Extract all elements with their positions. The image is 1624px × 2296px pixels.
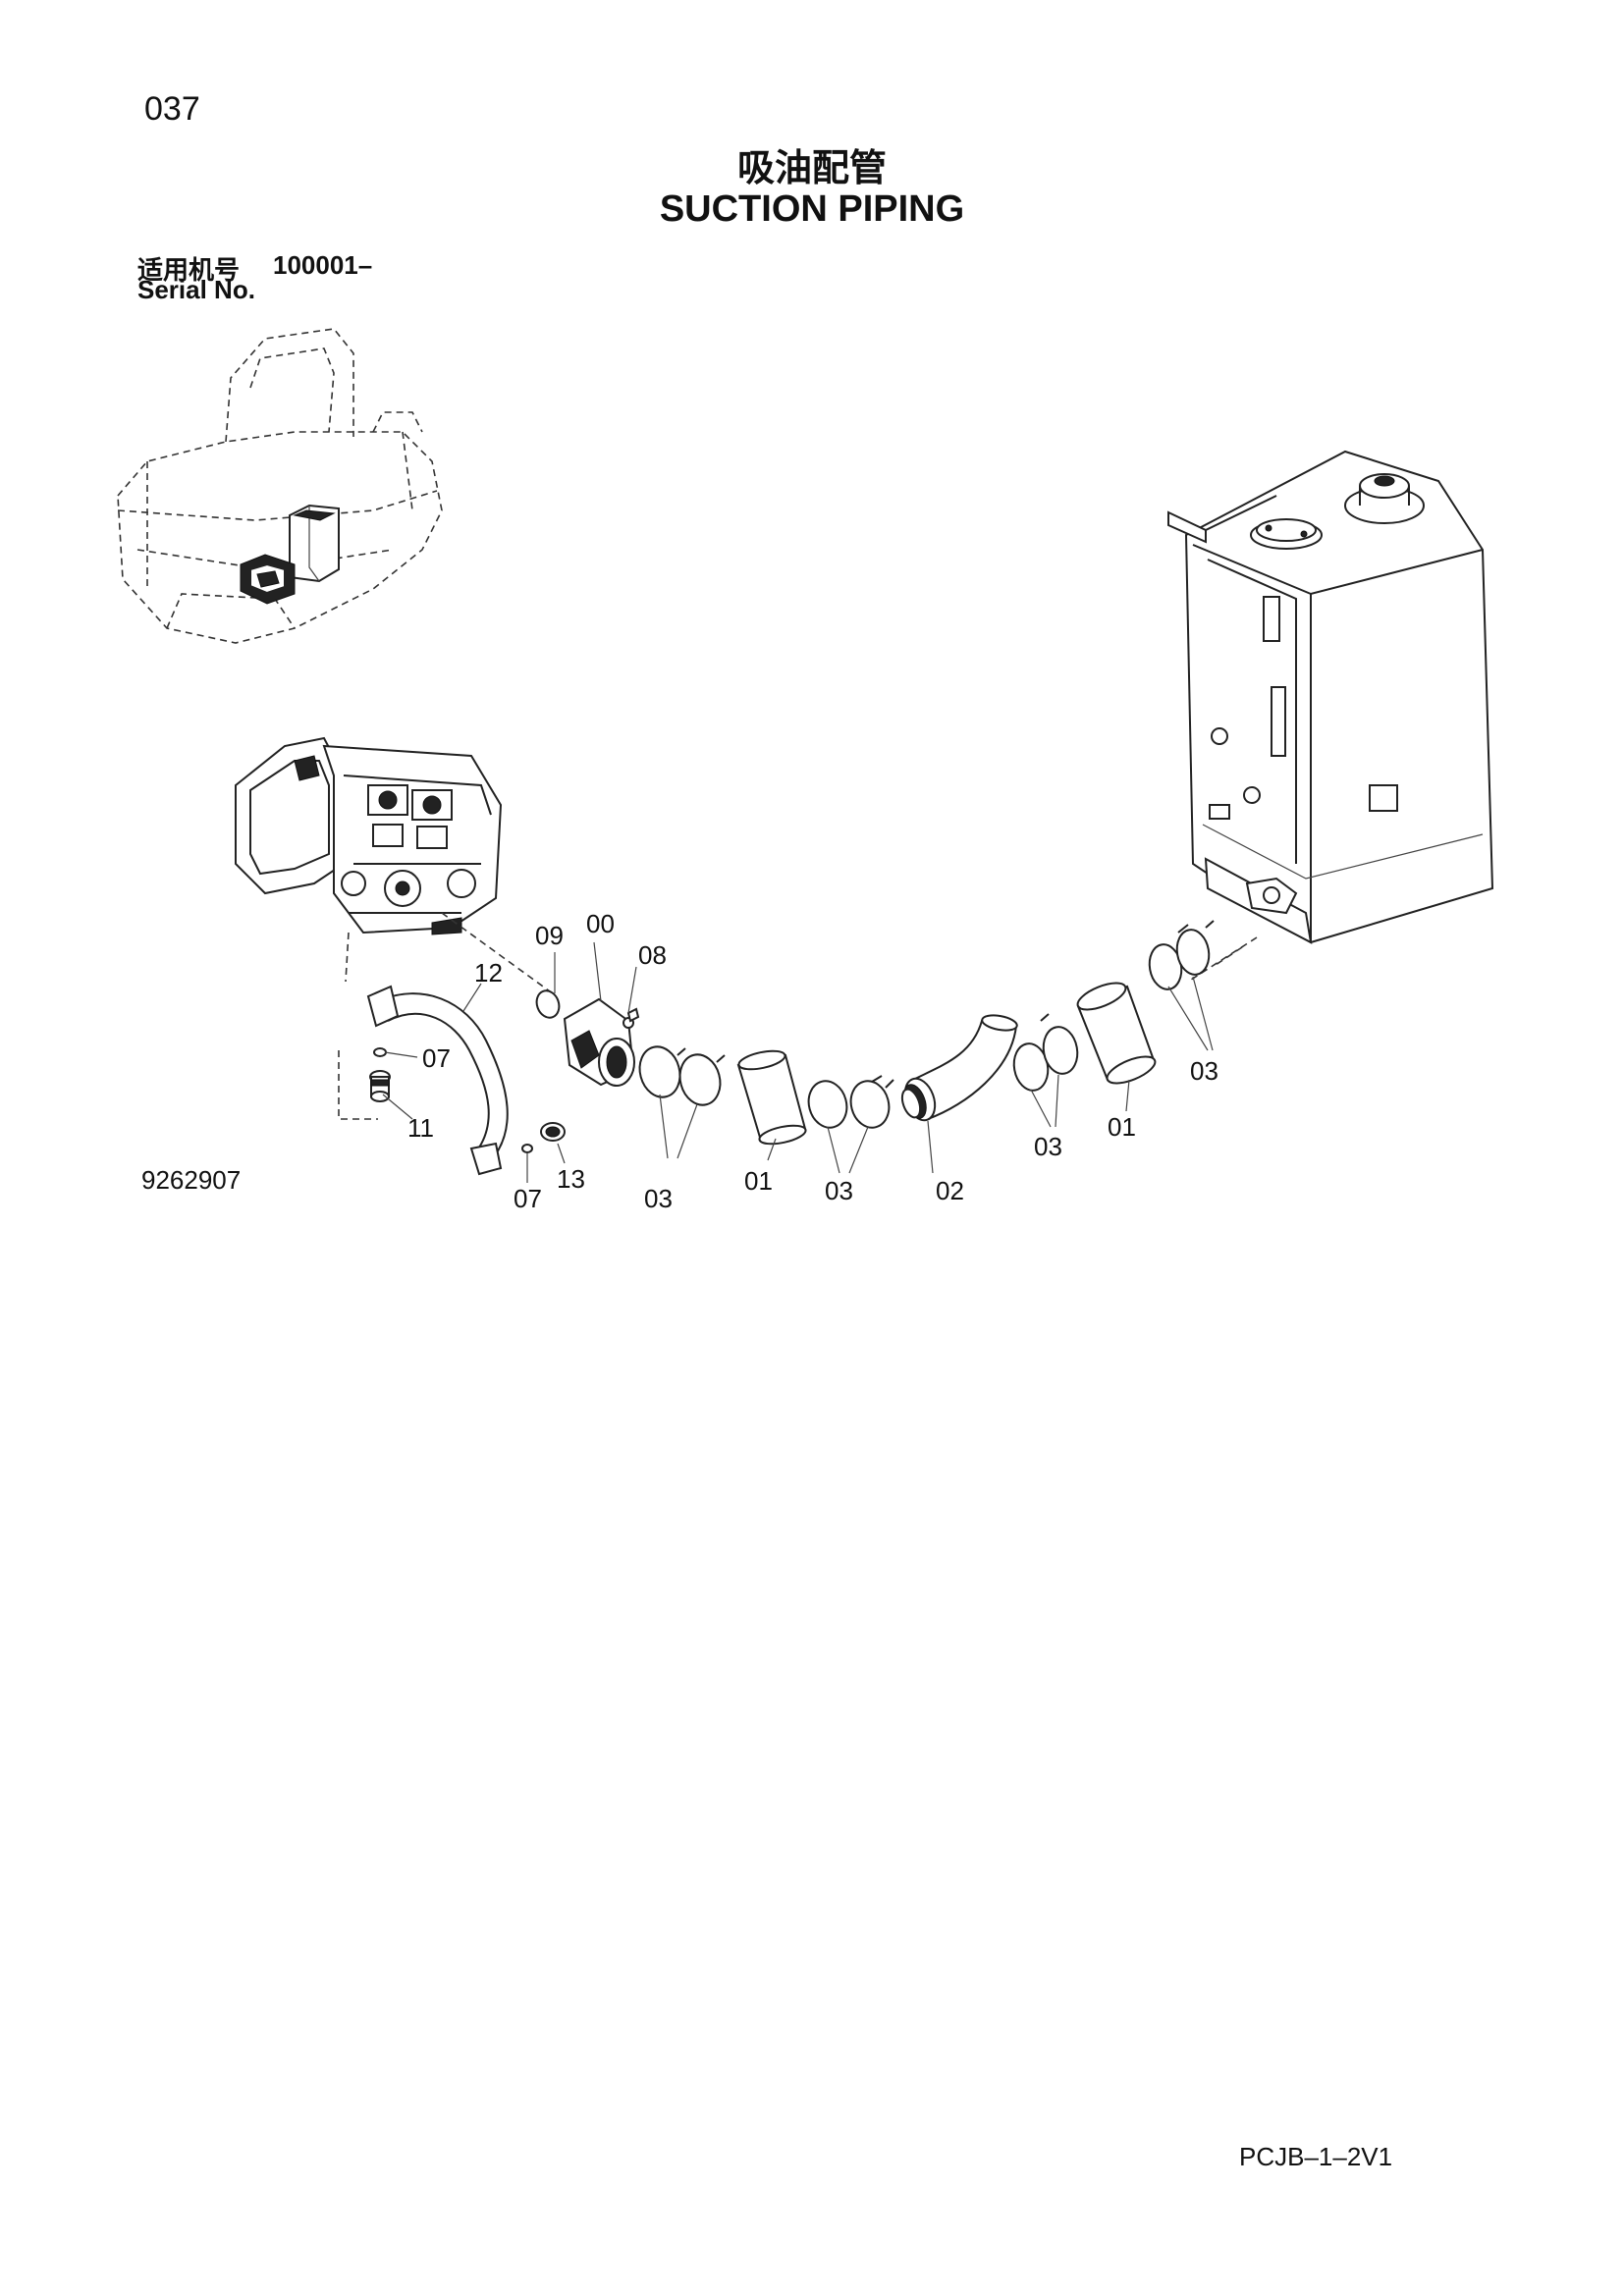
elbow-hose-02 bbox=[900, 1014, 1018, 1122]
fitting-13 bbox=[540, 1122, 566, 1142]
hose-clamps bbox=[638, 920, 1215, 1129]
callout-00: 00 bbox=[586, 909, 615, 938]
hydraulic-oil-tank bbox=[1167, 450, 1494, 944]
o-ring-09 bbox=[535, 989, 561, 1019]
callout-03-third: 03 bbox=[1034, 1132, 1062, 1161]
page-code: PCJB–1–2V1 bbox=[1239, 2142, 1393, 2171]
suction-flange bbox=[563, 997, 640, 1087]
excavator-thumbnail bbox=[117, 328, 443, 644]
callout-07-lower: 07 bbox=[514, 1184, 542, 1213]
callout-11: 11 bbox=[407, 1113, 434, 1143]
serial-label-chinese: 适用机号 bbox=[137, 256, 241, 286]
page-number: 037 bbox=[144, 90, 200, 128]
o-ring-07 bbox=[373, 1047, 533, 1153]
callout-03-second: 03 bbox=[825, 1176, 853, 1205]
main-pump-assembly bbox=[235, 736, 503, 935]
callout-03-first: 03 bbox=[644, 1184, 673, 1213]
callout-02: 02 bbox=[936, 1176, 964, 1205]
callout-01-first: 01 bbox=[744, 1166, 773, 1196]
assembly-line bbox=[441, 912, 551, 992]
serial-label: Serial No. bbox=[137, 275, 255, 304]
fitting-11 bbox=[369, 1070, 391, 1102]
callout-01-second: 01 bbox=[1108, 1112, 1136, 1142]
hose-01-left bbox=[736, 1049, 807, 1146]
callout-08: 08 bbox=[638, 940, 667, 970]
page-title-chinese: 吸油配管 bbox=[736, 146, 887, 189]
assembly-line bbox=[1187, 936, 1258, 983]
callout-07-upper: 07 bbox=[422, 1043, 451, 1073]
callout-09: 09 bbox=[535, 921, 564, 950]
serial-range: 100001– bbox=[273, 250, 373, 280]
assembly-line bbox=[338, 932, 378, 1120]
callout-13: 13 bbox=[557, 1164, 585, 1194]
suction-hose bbox=[366, 985, 509, 1176]
leader-lines bbox=[382, 941, 1214, 1183]
drawing-number: 9262907 bbox=[141, 1165, 242, 1195]
hose-01-right bbox=[1076, 982, 1157, 1085]
page-title: SUCTION PIPING bbox=[659, 188, 965, 230]
callout-03-fourth: 03 bbox=[1190, 1056, 1218, 1086]
callout-12: 12 bbox=[474, 958, 503, 988]
